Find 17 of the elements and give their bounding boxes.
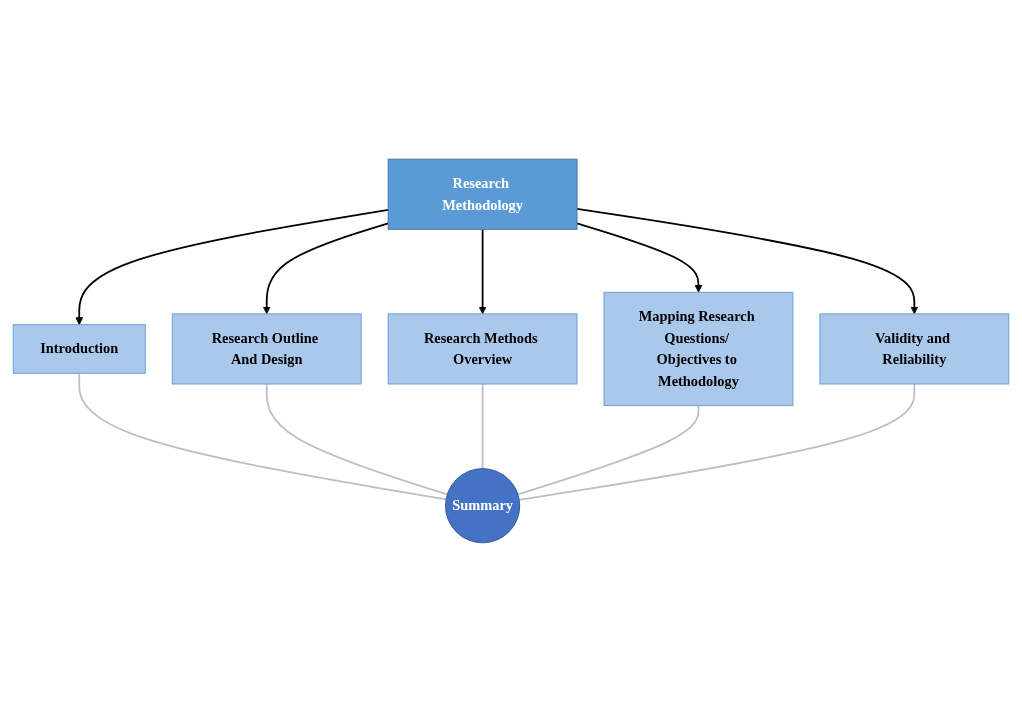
arrow <box>75 208 390 325</box>
node-box: Research Outline And Design <box>171 313 362 385</box>
arrow <box>576 207 919 315</box>
arrow <box>576 222 703 293</box>
node-circle: Summary <box>445 468 521 544</box>
connector <box>481 383 484 470</box>
node-box: Research Methods Overview <box>387 313 578 385</box>
arrow <box>262 222 390 315</box>
arrow <box>478 228 487 315</box>
node-box: Research Methodology <box>387 158 578 230</box>
node-box: Introduction <box>12 324 146 374</box>
connector <box>518 383 916 501</box>
connector <box>517 404 700 496</box>
node-box: Mapping Research Questions/ Objectives to Methodology <box>603 291 794 407</box>
connector <box>265 383 449 496</box>
connector <box>78 372 447 501</box>
node-box: Validity and Reliability <box>819 313 1010 385</box>
